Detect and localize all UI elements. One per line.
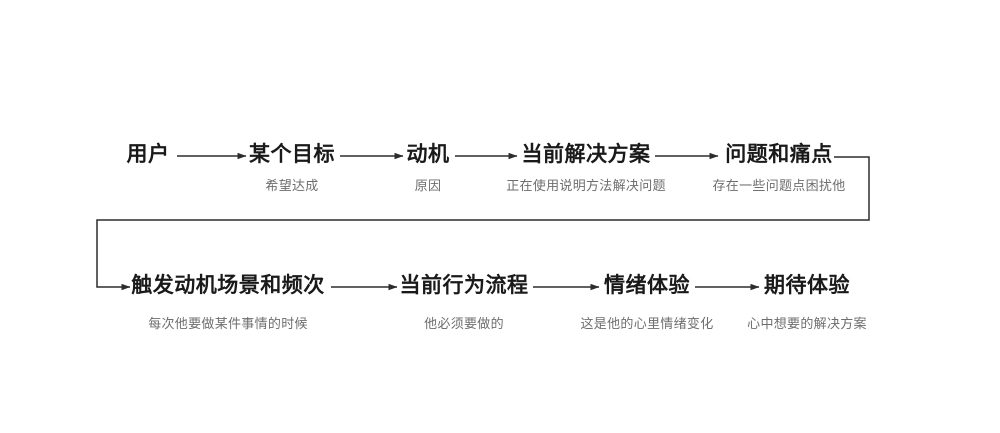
flow-node-current-behavior-flow: 当前行为流程 他必须要做的 [400, 275, 529, 331]
node-title: 动机 [406, 143, 450, 166]
flow-node-goal: 某个目标 希望达成 [249, 144, 335, 193]
flow-node-expected-experience: 期待体验 心中想要的解决方案 [747, 275, 867, 331]
flow-node-current-solution: 当前解决方案 正在使用说明方法解决问题 [506, 144, 666, 193]
flow-node-pain-points: 问题和痛点 存在一些问题点困扰他 [712, 144, 845, 193]
flow-node-motivation: 动机 原因 [407, 144, 450, 193]
flow-node-user: 用户 [127, 144, 170, 166]
flow-node-trigger-scenario: 触发动机场景和频次 每次他要做某件事情的时候 [131, 275, 325, 331]
node-title: 当前行为流程 [399, 274, 529, 297]
node-title: 当前解决方案 [521, 143, 651, 166]
node-subtitle: 这是他的心里情绪变化 [580, 316, 714, 331]
node-subtitle: 存在一些问题点困扰他 [712, 178, 846, 193]
node-title: 期待体验 [763, 274, 850, 297]
wrap-connector-pain-to-trigger [96, 156, 870, 291]
node-title: 问题和痛点 [725, 143, 833, 166]
flow-node-emotional-experience: 情绪体验 这是他的心里情绪变化 [580, 275, 713, 331]
node-title: 某个目标 [249, 143, 335, 166]
node-subtitle: 原因 [414, 178, 442, 193]
node-subtitle: 希望达成 [265, 178, 319, 193]
node-title: 用户 [126, 143, 170, 166]
node-title: 情绪体验 [603, 274, 690, 297]
node-subtitle: 心中想要的解决方案 [747, 316, 867, 331]
node-subtitle: 每次他要做某件事情的时候 [148, 316, 308, 331]
node-subtitle: 他必须要做的 [424, 316, 504, 331]
node-subtitle: 正在使用说明方法解决问题 [506, 178, 666, 193]
node-title: 触发动机场景和频次 [131, 274, 325, 297]
